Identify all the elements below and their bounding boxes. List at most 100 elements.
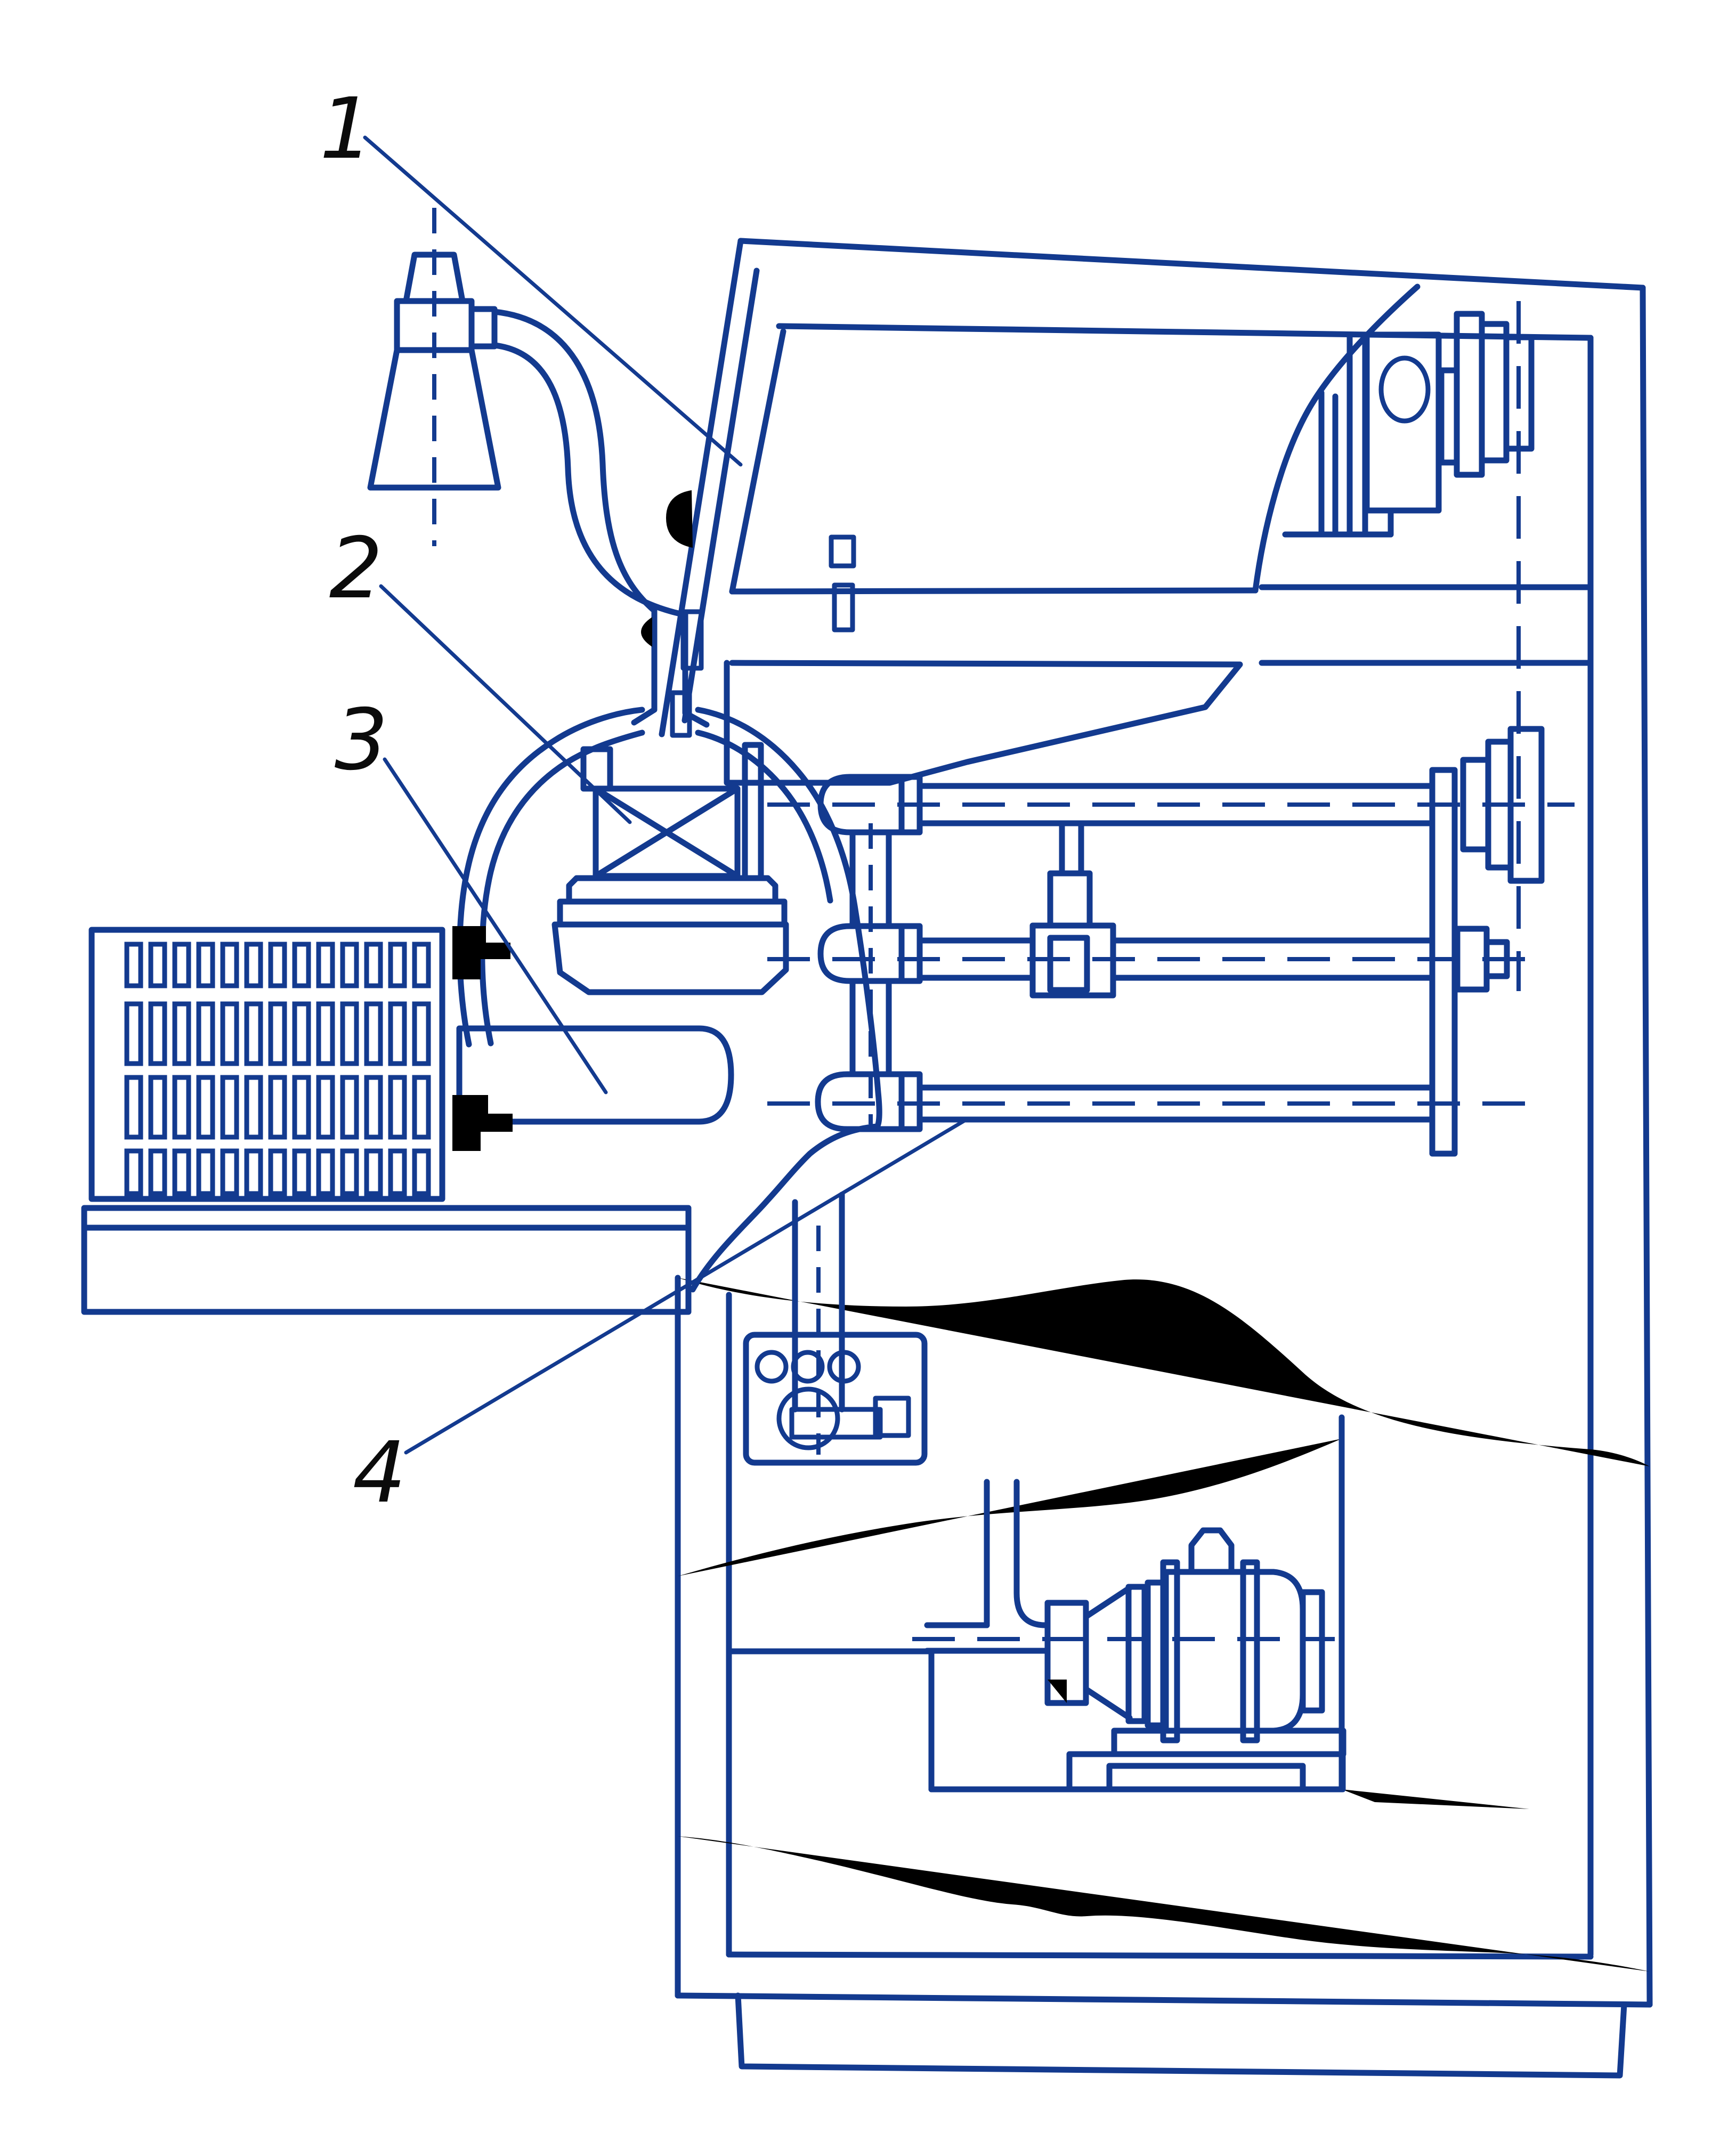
grille-slot (316, 1148, 335, 1196)
window-handle-1[interactable] (829, 534, 856, 569)
motor-base-plate (1111, 1728, 1346, 1757)
callouts: 1 2 3 4 (320, 80, 968, 1522)
grille-slot (148, 1075, 167, 1140)
gauge-2[interactable] (791, 1350, 825, 1384)
motor-terminal-box (1188, 1527, 1235, 1574)
sill-band (724, 660, 1243, 786)
grille-slot (340, 1001, 359, 1066)
housing-rim-inner-right (695, 729, 833, 904)
callout-label-4: 4 (353, 1424, 407, 1522)
callout-label-3: 3 (335, 691, 388, 789)
pump-flange-ring-1 (1125, 1584, 1148, 1724)
grille-slot (316, 1001, 335, 1066)
grille-slot (220, 1075, 239, 1140)
window-left-edge (729, 328, 786, 595)
grille-slot (196, 1075, 215, 1140)
grille-slot (364, 1001, 383, 1066)
grille-slot (148, 1148, 167, 1196)
bracket-upper (452, 926, 510, 1170)
headstock-block (551, 921, 789, 995)
callout-label-1: 1 (320, 80, 374, 178)
slider-stem (1059, 820, 1084, 877)
base-plinth (735, 1992, 1627, 2079)
grille-slot (340, 942, 359, 988)
shaft-top-body (916, 783, 1435, 826)
pump-cone (1083, 1585, 1133, 1721)
cam-box-cross (593, 785, 741, 879)
door-left-edge (659, 238, 744, 737)
grille-slot (268, 1075, 287, 1140)
grille-slot (268, 1148, 287, 1196)
slider-collar (1047, 870, 1093, 929)
motor-end-cap (1300, 1589, 1325, 1714)
grille-slot (292, 1075, 311, 1140)
wavy-line-lower (678, 1836, 1650, 1972)
grille-slot (172, 1075, 191, 1140)
window-right-curve (1252, 283, 1421, 594)
leader-line-3 (383, 757, 608, 1094)
slider-block-inner (1047, 935, 1090, 993)
gauge-1[interactable] (755, 1350, 789, 1384)
main-dial[interactable] (776, 1386, 840, 1450)
grille-slot (172, 1148, 191, 1196)
cabinet-bottom-edge (675, 1992, 1653, 2008)
spindle-head (1318, 301, 1535, 991)
shaft-support-plate (1429, 767, 1458, 1157)
control-panel (743, 1332, 928, 1466)
grille-slot (292, 1148, 311, 1196)
grille-slot (316, 1075, 335, 1140)
cam-box-right-post (742, 742, 764, 881)
callout-label-2: 2 (329, 520, 383, 618)
panel-switch[interactable] (873, 1396, 911, 1438)
gauge-3[interactable] (827, 1350, 861, 1384)
spindle-support-strips (1318, 333, 1394, 538)
grille-slot (388, 1148, 407, 1196)
grille-slot (412, 1075, 431, 1140)
motor-band-2 (1240, 1559, 1260, 1743)
grille-slot (364, 942, 383, 988)
feed-funnel-neck (631, 609, 710, 728)
headstock-plate-2 (557, 898, 788, 928)
grille-slot (196, 942, 215, 988)
grille-slot (220, 1148, 239, 1196)
coolant-pipe-vertical (984, 1479, 1049, 1628)
vent-grille (88, 927, 445, 1202)
cabinet-outline (675, 238, 1653, 2079)
bracket-lower (452, 1095, 513, 1151)
headstock-housing (452, 609, 1186, 1455)
grille-slot (124, 942, 143, 988)
leader-line-2 (379, 584, 632, 824)
leader-line-1 (363, 135, 743, 467)
grille-slot (340, 1148, 359, 1196)
interior-shelf-lines (1259, 531, 1594, 666)
grille-slot (124, 1148, 143, 1196)
grille-slot (364, 1075, 383, 1140)
grille-slots (124, 942, 431, 1196)
grille-slot (172, 942, 191, 988)
cabinet-inner-bottom-edge (726, 1951, 1594, 1960)
grille-frame (88, 927, 445, 1202)
grille-slot (220, 942, 239, 988)
grille-slot (292, 942, 311, 988)
lower-compartment (726, 1414, 1529, 1809)
casting-slant-line (966, 1123, 1186, 1274)
grille-slot (412, 942, 431, 988)
cabinet-top-edge (737, 238, 1646, 291)
hinge-knob (648, 490, 693, 548)
panel-frame[interactable] (743, 1332, 928, 1466)
grille-slot (124, 1001, 143, 1066)
grille-slot (244, 1001, 263, 1066)
leader-line-4 (404, 1118, 968, 1455)
headstock-base-line (452, 1170, 691, 1208)
grille-slot (268, 1001, 287, 1066)
bed-body (81, 1205, 692, 1315)
lamp-arm-outer (491, 309, 658, 614)
spindle-flange-3 (1479, 321, 1510, 464)
window-bottom-edge (729, 587, 1259, 595)
window-handle-2[interactable] (832, 582, 855, 632)
rim-curl (641, 617, 652, 647)
housing-rim-outer-right (689, 707, 882, 1293)
grille-slot (220, 1001, 239, 1066)
feed-shafts (767, 726, 1575, 1157)
